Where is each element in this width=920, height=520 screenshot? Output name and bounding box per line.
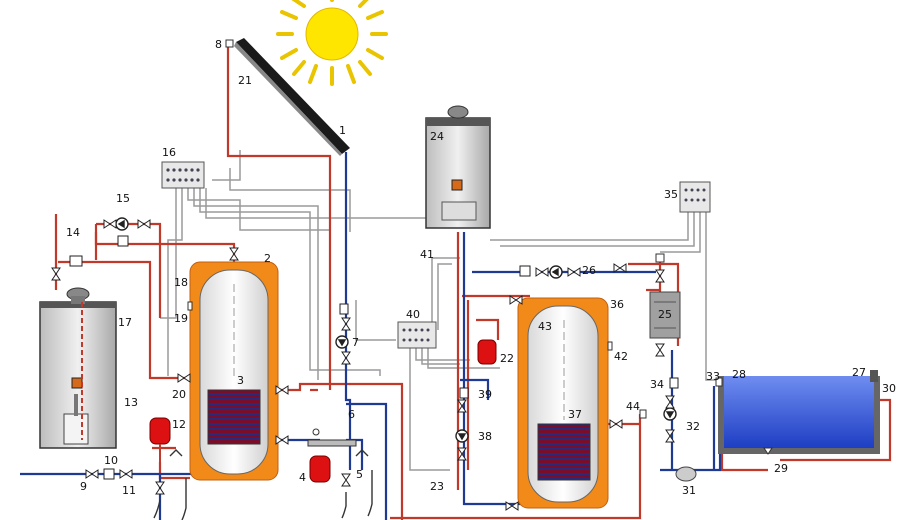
label-9: 9	[80, 480, 87, 493]
label-17: 17	[118, 316, 132, 329]
label-34: 34	[650, 378, 664, 391]
label-23: 23	[430, 480, 444, 493]
distribution-manifold	[307, 439, 357, 447]
label-2: 2	[264, 252, 271, 265]
component-labels: 1 2 3 4 5 6 7 8 9 10 11 12 13 14 15 16 1…	[66, 38, 896, 497]
label-6: 6	[348, 408, 355, 421]
label-41: 41	[420, 248, 434, 261]
label-43: 43	[538, 320, 552, 333]
label-42: 42	[614, 350, 628, 363]
label-1: 1	[339, 124, 346, 137]
label-33: 33	[706, 370, 720, 383]
label-16: 16	[162, 146, 176, 159]
label-19: 19	[174, 312, 188, 325]
gas-boiler	[39, 287, 117, 449]
label-32: 32	[686, 420, 700, 433]
label-40: 40	[406, 308, 420, 321]
label-26: 26	[582, 264, 596, 277]
pool-filter	[675, 466, 697, 482]
label-11: 11	[122, 484, 136, 497]
label-5: 5	[356, 468, 363, 481]
label-38: 38	[478, 430, 492, 443]
wall-heater	[425, 105, 491, 229]
sensors	[187, 253, 723, 419]
controller-35	[679, 181, 711, 213]
label-28: 28	[732, 368, 746, 381]
label-4: 4	[299, 471, 306, 484]
label-37: 37	[568, 408, 582, 421]
controller-40	[397, 321, 437, 349]
label-30: 30	[882, 382, 896, 395]
solar-collector	[234, 38, 350, 156]
label-21: 21	[238, 74, 252, 87]
storage-tank-right	[517, 297, 609, 509]
label-22: 22	[500, 352, 514, 365]
label-31: 31	[682, 484, 696, 497]
label-44: 44	[626, 400, 640, 413]
label-12: 12	[172, 418, 186, 431]
label-36: 36	[610, 298, 624, 311]
hot-water-pipes	[54, 46, 892, 520]
label-14: 14	[66, 226, 80, 239]
sun-icon	[276, 0, 388, 86]
control-wires	[160, 150, 718, 471]
air-vent-8	[225, 39, 234, 48]
label-7: 7	[352, 336, 359, 349]
expansion-vessel-4	[309, 455, 331, 483]
storage-tank-left	[189, 261, 279, 481]
label-25: 25	[658, 308, 672, 321]
label-8: 8	[215, 38, 222, 51]
expansion-vessel-22	[477, 339, 497, 365]
label-18: 18	[174, 276, 188, 289]
drain-lines	[153, 449, 373, 520]
mixing-valves	[69, 235, 679, 480]
heat-exchanger-25	[649, 291, 681, 339]
expansion-vessel-12	[149, 417, 171, 462]
cold-water-pipes	[20, 152, 722, 520]
label-3: 3	[237, 374, 244, 387]
label-39: 39	[478, 388, 492, 401]
label-13: 13	[124, 396, 138, 409]
controller-16	[161, 161, 205, 189]
pressure-gauge	[312, 428, 320, 436]
swimming-pool	[718, 370, 880, 455]
label-20: 20	[172, 388, 186, 401]
label-24: 24	[430, 130, 444, 143]
label-27: 27	[852, 366, 866, 379]
label-10: 10	[104, 454, 118, 467]
label-15: 15	[116, 192, 130, 205]
label-35: 35	[664, 188, 678, 201]
valves	[51, 219, 675, 511]
pumps	[115, 217, 677, 443]
label-29: 29	[774, 462, 788, 475]
